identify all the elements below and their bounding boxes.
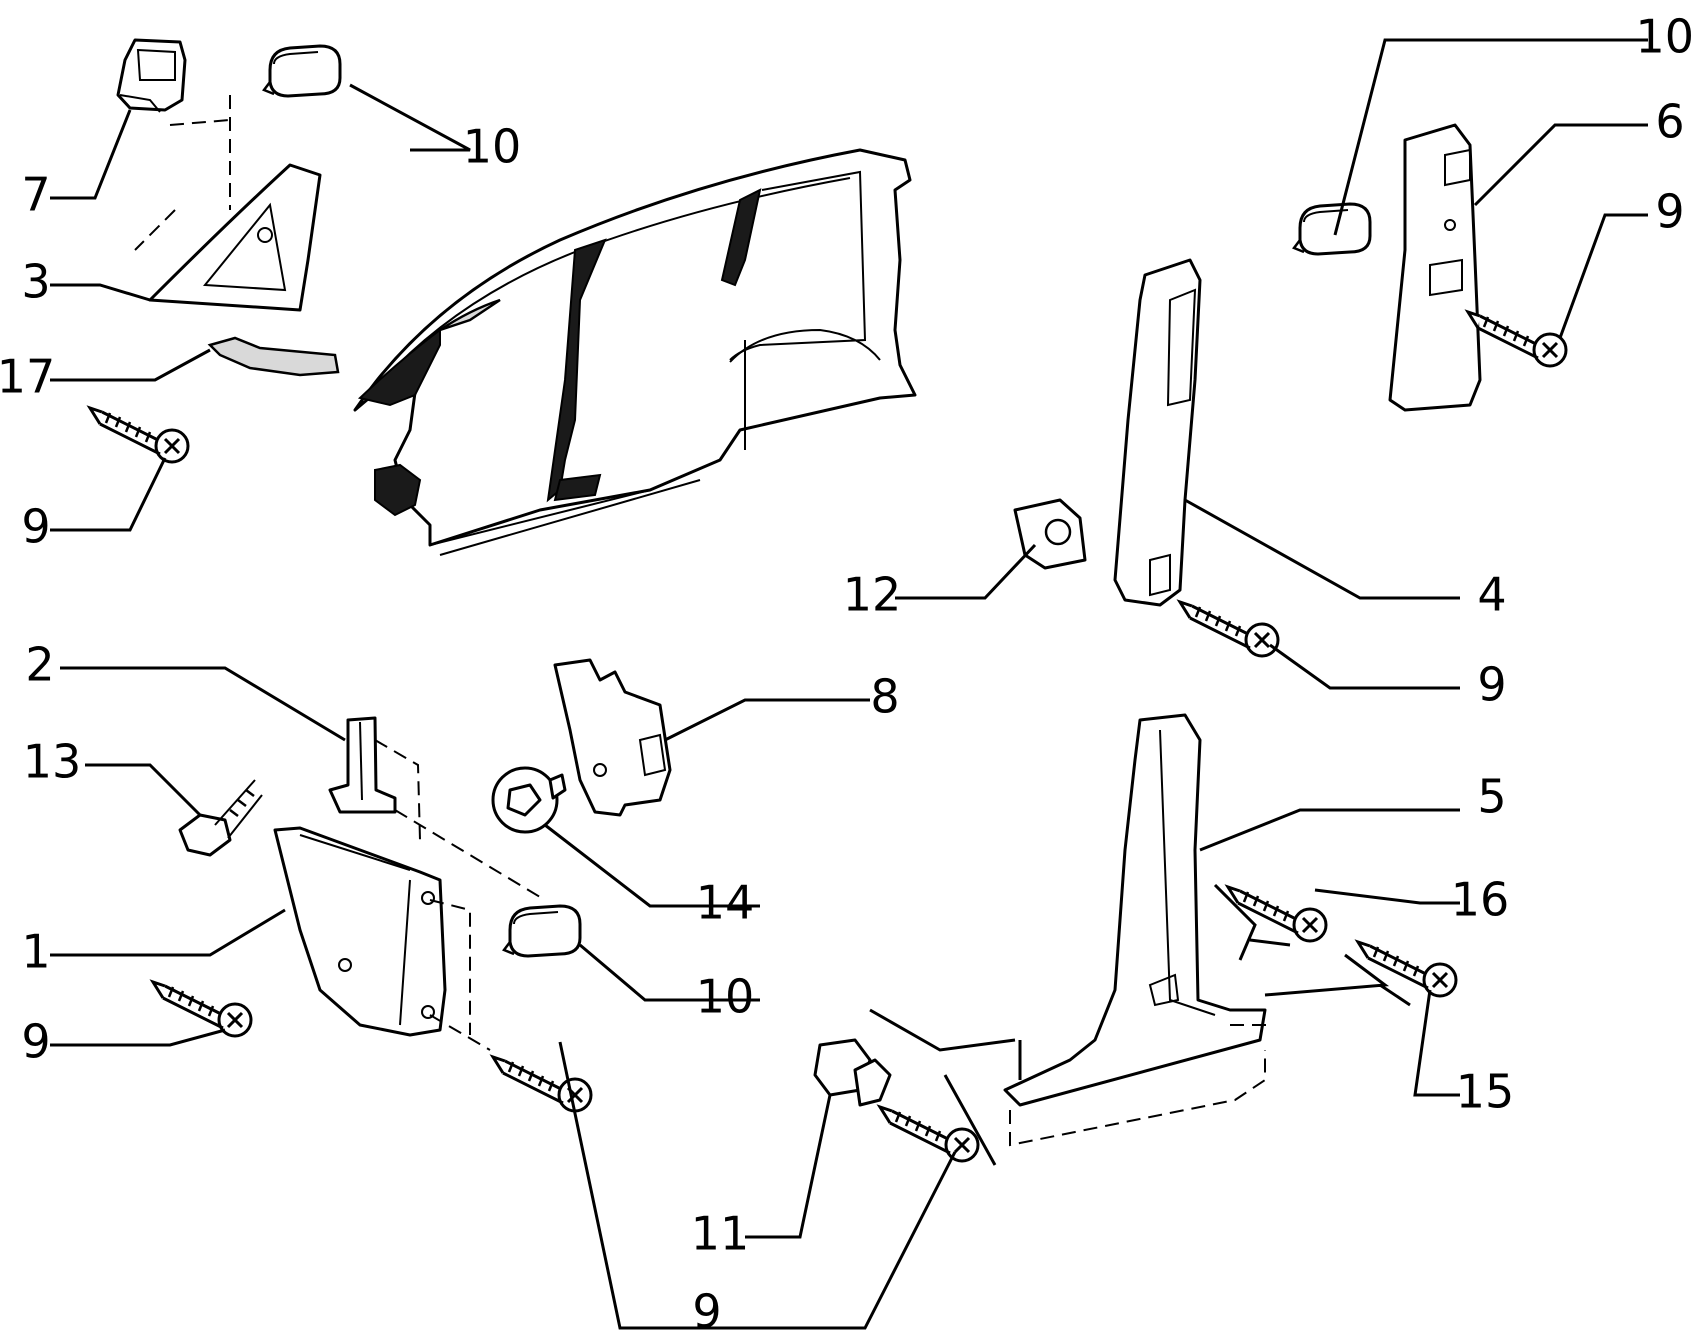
part-4-pillar-trim — [1113, 258, 1202, 607]
part-2-bracket — [328, 716, 397, 814]
callout-13: 13 — [23, 735, 82, 789]
callout-9-a: 9 — [21, 500, 50, 554]
callout-9-d: 9 — [21, 1015, 50, 1069]
part-9-screw-e — [491, 1055, 593, 1113]
callout-10-lower: 10 — [696, 970, 755, 1024]
part-5-pillar-sill-trim — [1003, 713, 1267, 1107]
leader-lines — [50, 38, 1648, 1330]
part-3-triangle-trim — [148, 163, 322, 312]
part-8-panel — [553, 658, 672, 817]
part-9-screw-b — [1466, 310, 1568, 368]
part-10-clip-top — [262, 44, 342, 98]
callout-14: 14 — [696, 876, 755, 930]
part-14-push-pin — [491, 766, 567, 834]
part-7-bracket — [116, 38, 187, 113]
vehicle-side-body — [353, 148, 917, 556]
part-17-strip — [207, 336, 340, 377]
part-1-lower-trim — [273, 826, 447, 1037]
callout-8: 8 — [870, 670, 899, 724]
callout-11: 11 — [691, 1207, 750, 1261]
callout-1: 1 — [21, 925, 50, 979]
callout-6: 6 — [1655, 95, 1684, 149]
callout-labels: 10 7 3 17 9 10 6 9 12 4 9 2 8 13 5 14 16… — [0, 10, 1694, 1331]
part-10-clip-lower — [502, 904, 582, 958]
callout-2: 2 — [25, 638, 54, 692]
guide-lines-lowerright — [1009, 1024, 1270, 1147]
part-9-screw-f — [878, 1105, 980, 1163]
part-6-pillar-trim — [1388, 123, 1482, 412]
callout-17: 17 — [0, 350, 55, 404]
callout-7: 7 — [21, 168, 50, 222]
callout-15: 15 — [1456, 1065, 1515, 1119]
callout-4: 4 — [1477, 568, 1506, 622]
guide-lines-topleft — [134, 95, 231, 251]
part-15-screw — [1356, 940, 1458, 998]
guide-line-sill — [869, 1008, 1022, 1166]
guide-lines-lowerleft — [429, 899, 491, 1051]
callout-9-c: 9 — [1477, 658, 1506, 712]
callout-9-e: 9 — [692, 1285, 721, 1331]
callout-3: 3 — [21, 255, 50, 309]
callout-10-top-right: 10 — [1635, 10, 1694, 64]
part-12-nut-clip — [1013, 498, 1087, 570]
guide-lines-center — [374, 739, 546, 901]
callout-16: 16 — [1451, 873, 1510, 927]
part-13-bolt — [178, 779, 263, 857]
callout-9-b: 9 — [1655, 185, 1684, 239]
callout-12: 12 — [843, 568, 902, 622]
callout-10-top-left: 10 — [463, 120, 522, 174]
guide-lines-right-screws — [1213, 883, 1411, 1007]
part-9-screw-d — [151, 980, 253, 1038]
part-9-screw-c — [1178, 600, 1280, 658]
callout-5: 5 — [1477, 770, 1506, 824]
part-10-clip-right — [1292, 202, 1372, 256]
part-9-screw-a — [88, 406, 190, 464]
part-11-grommet — [813, 1038, 892, 1107]
